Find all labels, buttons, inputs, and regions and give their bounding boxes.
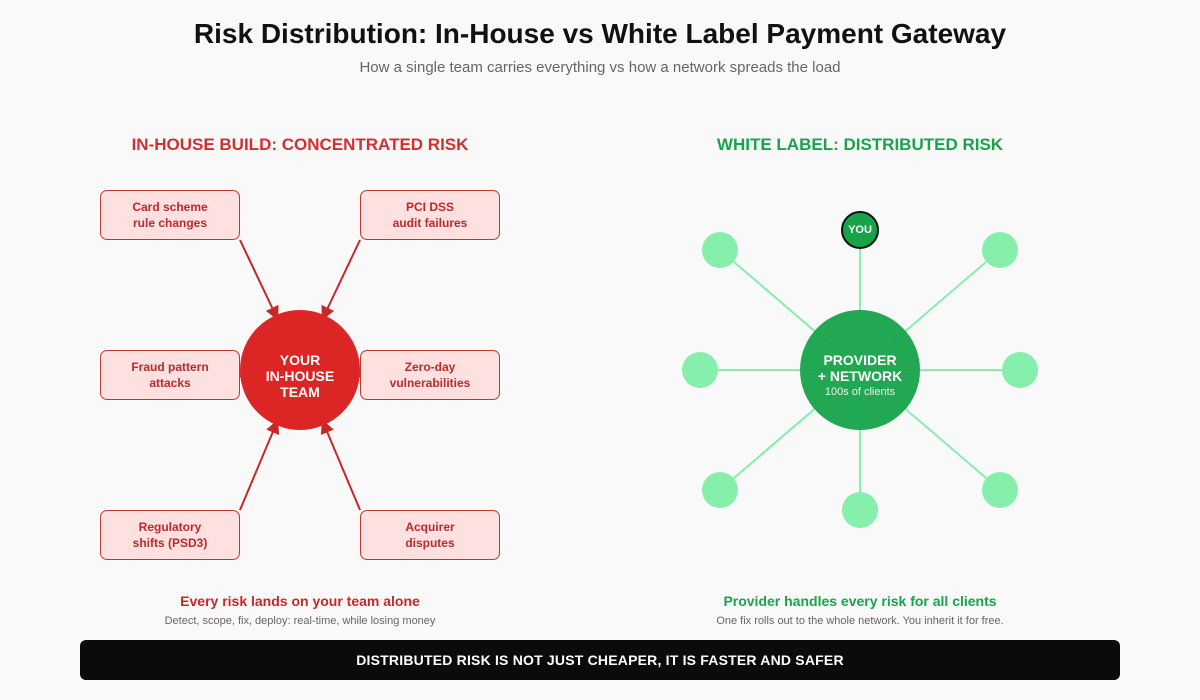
you-node	[841, 211, 879, 249]
provider-network-hub	[800, 310, 920, 430]
client-node-1	[702, 232, 738, 268]
you-node-label: YOU	[848, 224, 872, 236]
risk-arrow-2	[321, 239, 361, 321]
white-label-caption: Provider handles every risk for all clie…	[723, 593, 997, 609]
conclusion-banner: DISTRIBUTED RISK IS NOT JUST CHEAPER, IT…	[80, 640, 1120, 680]
page-subtitle: How a single team carries everything vs …	[359, 59, 841, 76]
risk-card-scheme: Card scheme rule changes	[100, 190, 240, 240]
in-house-team-hub	[240, 310, 360, 430]
client-node-6	[982, 472, 1018, 508]
client-node-5	[702, 472, 738, 508]
risk-fraud-pattern: Fraud pattern attacks	[100, 350, 240, 400]
page-title: Risk Distribution: In-House vs White Lab…	[193, 18, 1007, 49]
risk-arrow-6	[320, 419, 361, 511]
in-house-caption: Every risk lands on your team alone	[180, 593, 420, 609]
client-node-7	[842, 492, 878, 528]
risk-acquirer: Acquirer disputes	[360, 510, 500, 560]
risk-pci-dss: PCI DSS audit failures	[360, 190, 500, 240]
risk-regulatory: Regulatory shifts (PSD3)	[100, 510, 240, 560]
client-node-4	[1002, 352, 1038, 388]
provider-hub-sublabel: 100s of clients	[824, 386, 896, 398]
client-node-2	[982, 232, 1018, 268]
risk-arrow-5	[239, 419, 280, 511]
provider-hub-label: PROVIDER + NETWORK	[817, 352, 903, 384]
risk-zero-day: Zero-day vulnerabilities	[360, 350, 500, 400]
white-label-caption-sub: One fix rolls out to the whole network. …	[716, 615, 1004, 627]
client-node-3	[682, 352, 718, 388]
in-house-heading: IN-HOUSE BUILD: CONCENTRATED RISK	[131, 135, 469, 154]
risk-arrow-1	[239, 239, 279, 321]
in-house-hub-label: YOUR IN-HOUSE TEAM	[265, 352, 335, 400]
white-label-heading: WHITE LABEL: DISTRIBUTED RISK	[716, 135, 1004, 154]
in-house-caption-sub: Detect, scope, fix, deploy: real-time, w…	[164, 615, 436, 627]
